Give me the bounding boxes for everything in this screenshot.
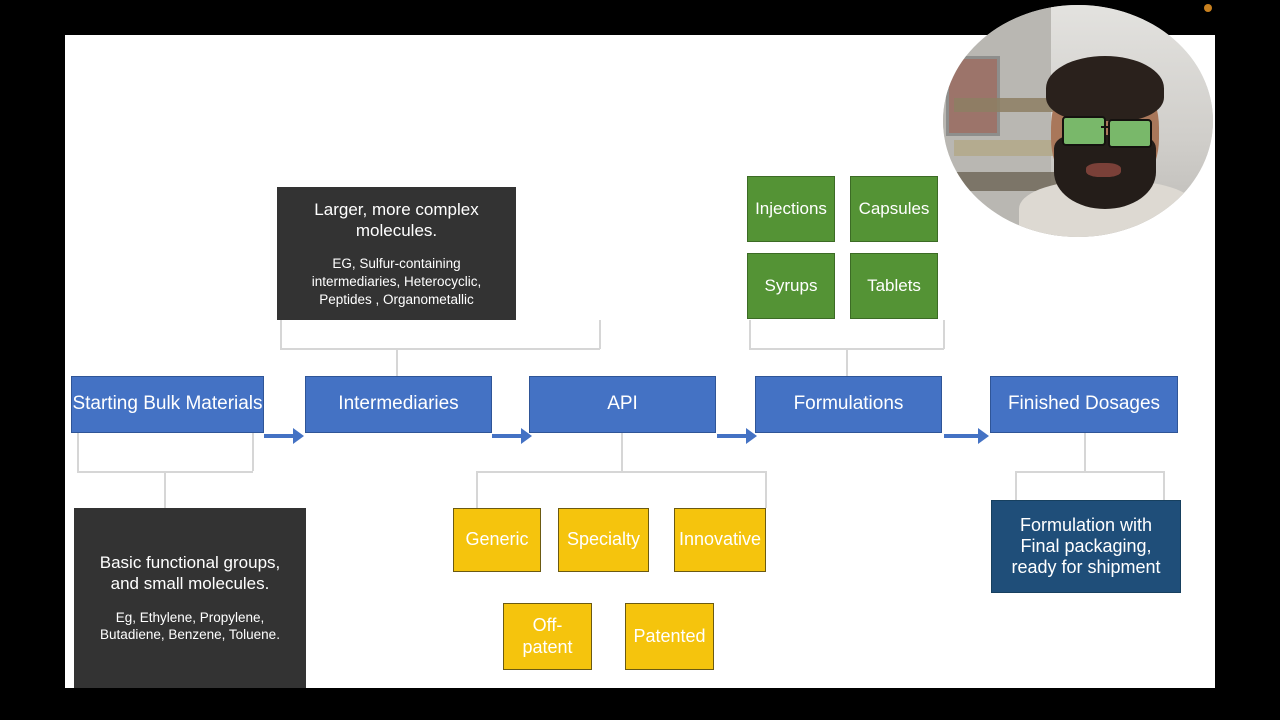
api-type-box-innovative-label: Innovative xyxy=(678,529,762,550)
dosage-box-capsules[interactable]: Capsules xyxy=(850,176,938,242)
connector-api-stem xyxy=(621,433,623,471)
connector-finished-bracket xyxy=(1015,471,1163,473)
arrow-starting-to-intermediaries xyxy=(264,428,304,444)
webcam-background-shelf xyxy=(953,97,1062,112)
connector-finished-right-drop xyxy=(1163,471,1165,501)
note-intermediaries-inner: Larger, more complex molecules. EG, Sulf… xyxy=(277,193,516,314)
arrow-head xyxy=(978,428,989,444)
api-type-box-innovative[interactable]: Innovative xyxy=(674,508,766,572)
note-starting-materials-title: Basic functional groups, and small molec… xyxy=(99,553,281,594)
api-type-box-generic-label: Generic xyxy=(465,529,529,550)
presenter-glasses-bridge xyxy=(1100,125,1111,129)
flow-box-formulations-label: Formulations xyxy=(793,393,904,415)
arrow-api-to-formulations xyxy=(717,428,757,444)
dosage-box-capsules-label: Capsules xyxy=(858,198,930,218)
api-type-box-specialty[interactable]: Specialty xyxy=(558,508,649,572)
api-type-box-patented[interactable]: Patented xyxy=(625,603,714,670)
note-intermediaries: Larger, more complex molecules. EG, Sulf… xyxy=(277,187,516,320)
connector-formulations-stem xyxy=(846,348,848,377)
arrow-shaft xyxy=(264,434,293,438)
dosage-box-injections[interactable]: Injections xyxy=(747,176,835,242)
connector-finished-stem xyxy=(1084,433,1086,471)
api-type-box-off-patent-label: Off-patent xyxy=(522,615,573,657)
api-type-box-generic[interactable]: Generic xyxy=(453,508,541,572)
dosage-box-tablets[interactable]: Tablets xyxy=(850,253,938,319)
dosage-box-injections-label: Injections xyxy=(755,198,827,218)
presenter-glasses-right-lens xyxy=(1107,118,1153,149)
note-intermediaries-title: Larger, more complex molecules. xyxy=(314,199,479,241)
presenter-mouth xyxy=(1086,162,1122,177)
flow-box-api-label: API xyxy=(607,393,638,415)
flow-box-starting-bulk-materials-label: Starting Bulk Materials xyxy=(72,393,263,415)
connector-formulations-right-drop xyxy=(943,320,945,349)
presenter-webcam-circle[interactable] xyxy=(943,5,1213,237)
arrow-shaft xyxy=(492,434,521,438)
connector-intermediaries-right-drop xyxy=(599,320,601,349)
api-type-box-specialty-label: Specialty xyxy=(566,529,641,550)
flow-box-api[interactable]: API xyxy=(529,376,716,433)
recording-indicator-dot xyxy=(1204,4,1212,12)
flow-box-intermediaries-label: Intermediaries xyxy=(338,393,459,415)
connector-intermediaries-bracket xyxy=(280,348,600,350)
connector-api-bracket xyxy=(476,471,766,473)
connector-formulations-left-drop xyxy=(749,320,751,349)
presenter-glasses-left-lens xyxy=(1061,116,1107,146)
arrow-shaft xyxy=(944,434,978,438)
connector-intermediaries-left-drop xyxy=(280,320,282,349)
note-finished-packaging-text: Formulation with Final packaging, ready … xyxy=(1011,514,1161,578)
dosage-box-syrups-label: Syrups xyxy=(764,275,818,295)
connector-api-right-drop xyxy=(765,471,767,508)
flow-box-finished-dosages-label: Finished Dosages xyxy=(1007,393,1161,415)
connector-finished-left-drop xyxy=(1015,471,1017,501)
flow-box-formulations[interactable]: Formulations xyxy=(755,376,942,433)
arrow-head xyxy=(293,428,304,444)
flow-box-intermediaries[interactable]: Intermediaries xyxy=(305,376,492,433)
connector-starting-left-rise xyxy=(77,433,79,471)
note-starting-materials-subtitle: Eg, Ethylene, Propylene, Butadiene, Benz… xyxy=(100,609,280,643)
dosage-box-syrups[interactable]: Syrups xyxy=(747,253,835,319)
flow-box-starting-bulk-materials[interactable]: Starting Bulk Materials xyxy=(71,376,264,433)
arrow-formulations-to-finished xyxy=(944,428,989,444)
flow-box-finished-dosages[interactable]: Finished Dosages xyxy=(990,376,1178,433)
api-type-box-patented-label: Patented xyxy=(633,625,706,646)
webcam-background-frame xyxy=(945,56,1001,137)
api-type-box-off-patent[interactable]: Off-patent xyxy=(503,603,592,670)
connector-api-left-drop xyxy=(476,471,478,508)
note-intermediaries-subtitle: EG, Sulfur-containing intermediaries, He… xyxy=(311,256,482,307)
webcam-background-shelf xyxy=(948,172,1068,191)
note-starting-materials-inner: Basic functional groups, and small molec… xyxy=(74,546,306,650)
connector-intermediaries-stem xyxy=(396,348,398,377)
note-starting-materials: Basic functional groups, and small molec… xyxy=(74,508,306,688)
arrow-intermediaries-to-api xyxy=(492,428,532,444)
note-finished-packaging: Formulation with Final packaging, ready … xyxy=(991,500,1181,593)
presenter-hair xyxy=(1045,56,1165,121)
arrow-head xyxy=(746,428,757,444)
connector-starting-right-rise xyxy=(252,433,254,471)
webcam-background-shelf xyxy=(953,139,1068,156)
connector-starting-stem xyxy=(164,471,166,508)
dosage-box-tablets-label: Tablets xyxy=(867,275,921,295)
arrow-shaft xyxy=(717,434,746,438)
arrow-head xyxy=(521,428,532,444)
